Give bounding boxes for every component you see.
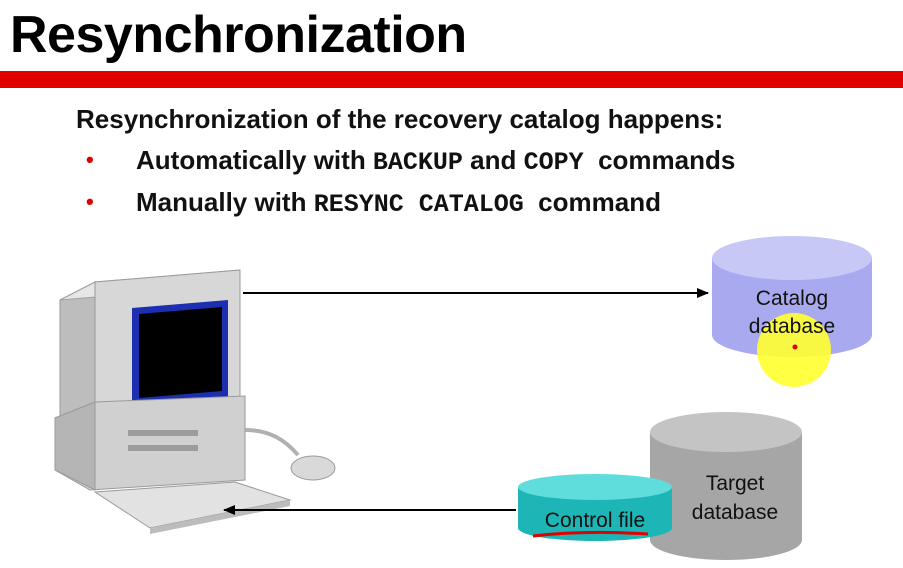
highlight-spot	[757, 313, 831, 387]
slide-title: Resynchronization	[10, 6, 467, 64]
target-label-line2: database	[692, 501, 778, 524]
bullet-text: Manually with RESYNC CATALOG command	[136, 187, 661, 219]
target-label-line1: Target	[706, 472, 765, 495]
pointer-dot	[792, 344, 798, 350]
control-file-underline	[532, 530, 649, 538]
bullet-text: Automatically with BACKUP and COPY comma…	[136, 145, 736, 177]
screen	[139, 307, 222, 398]
mouse-icon	[290, 455, 336, 481]
catalog-database-cylinder: Catalog database	[712, 236, 872, 387]
bullet-icon: •	[86, 189, 94, 214]
intro-text: Resynchronization of the recovery catalo…	[76, 104, 724, 134]
code-backup: BACKUP	[372, 148, 463, 177]
control-file-label: Control file	[545, 509, 645, 532]
target-database-cylinder: Target database	[650, 412, 802, 560]
bullet-icon: •	[86, 147, 94, 172]
computer-icon	[54, 269, 336, 534]
catalog-label-line2: database	[749, 315, 835, 338]
title-divider	[0, 71, 903, 88]
code-resync-catalog: RESYNC CATALOG	[313, 190, 524, 219]
code-copy: COPY	[523, 148, 584, 177]
control-file-cylinder: Control file	[518, 474, 672, 541]
catalog-label-line1: Catalog	[756, 287, 828, 310]
